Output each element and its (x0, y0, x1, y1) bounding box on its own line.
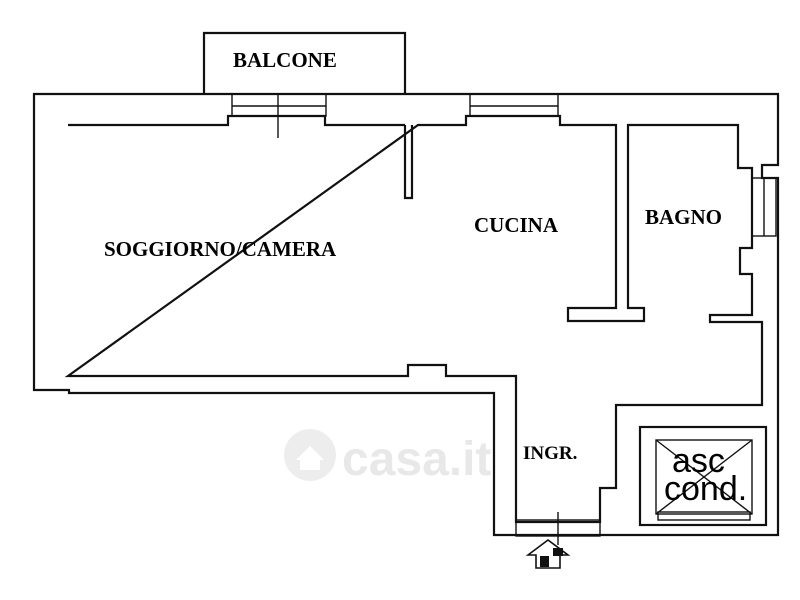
kitchen-partition (403, 125, 414, 200)
balcony-door (231, 93, 327, 138)
room-label-bagno: BAGNO (645, 205, 722, 229)
kitchen-window (469, 93, 559, 117)
elevator-label-asc: asc (672, 442, 725, 480)
entrance-door (515, 512, 601, 545)
elevator-door (657, 511, 751, 521)
elevator-outer (638, 425, 768, 527)
elevator-label-cond: cond. (664, 470, 747, 508)
watermark-text: casa.it (342, 433, 491, 486)
room-label-ingresso: INGR. (523, 443, 577, 464)
elevator-inner (655, 439, 753, 515)
bathroom-window (751, 177, 777, 237)
elevator-diagonal-2 (655, 439, 753, 515)
room-label-balcone: BALCONE (233, 48, 337, 72)
door-frame (231, 93, 327, 117)
house-logo-roof (296, 446, 324, 470)
balcony-outline (202, 31, 407, 94)
elevator-shaft (638, 425, 768, 527)
room-label-soggiorno: SOGGIORNO/CAMERA (104, 237, 337, 261)
room-label-cucina: CUCINA (474, 213, 559, 237)
window-frame (469, 93, 559, 117)
outer-wall-outer (32, 92, 780, 537)
watermark: casa.it (284, 429, 491, 486)
entrance-arrow-icon (525, 539, 571, 569)
